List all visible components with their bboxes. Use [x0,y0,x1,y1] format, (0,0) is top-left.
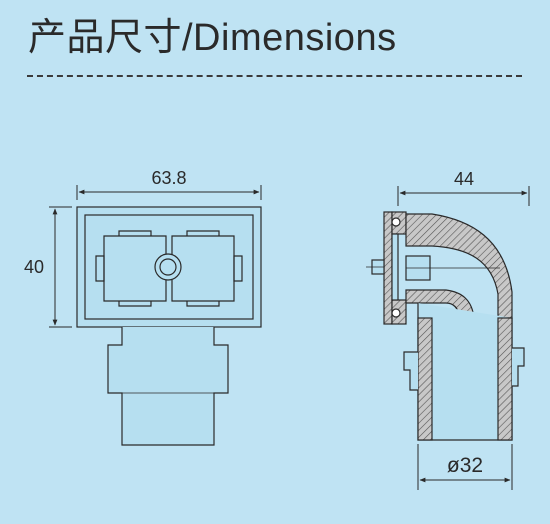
height-label: 40 [24,257,44,277]
depth-dimension [397,186,530,206]
front-view [76,206,262,446]
side-view [366,211,525,441]
width-label: 63.8 [151,168,186,188]
center-screw-hole [154,253,182,281]
page-title: 产品尺寸/Dimensions [28,17,397,59]
height-dimension [49,206,72,328]
front-neck [107,327,229,446]
diameter-dimension [417,444,513,490]
depth-label: 44 [454,169,474,189]
front-inner-frame [84,214,254,320]
width-dimension [76,185,262,200]
side-front-plate [383,211,393,325]
title-divider [27,75,522,77]
diameter-label: ø32 [447,454,483,477]
